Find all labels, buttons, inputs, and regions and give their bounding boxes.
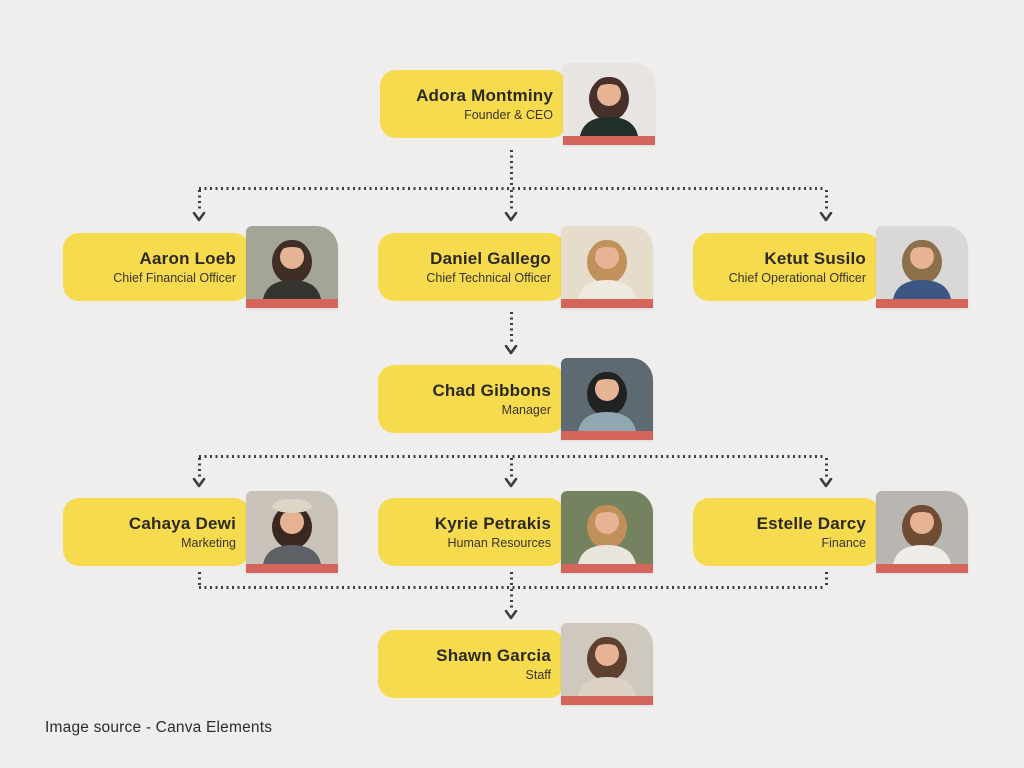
- node-photo: [561, 226, 653, 308]
- org-node-shawn-garcia: Shawn Garcia Staff: [378, 623, 653, 705]
- photo-accent-bar: [876, 299, 968, 308]
- connector-level2-rail: [199, 187, 826, 190]
- connector-to-kyrie: [510, 458, 513, 478]
- node-title: Human Resources: [447, 536, 551, 551]
- person-photo: [876, 491, 968, 564]
- node-plate: Shawn Garcia Staff: [378, 630, 565, 698]
- photo-accent-bar: [561, 299, 653, 308]
- image-source-caption: Image source - Canva Elements: [45, 719, 273, 736]
- person-photo: [561, 623, 653, 696]
- node-plate: Daniel Gallego Chief Technical Officer: [378, 233, 565, 301]
- node-plate: Adora Montminy Founder & CEO: [380, 70, 567, 138]
- node-title: Staff: [525, 668, 551, 683]
- photo-accent-bar: [561, 696, 653, 705]
- connector-kyrie-drop: [510, 572, 513, 587]
- org-node-adora-montminy: Adora Montminy Founder & CEO: [380, 63, 655, 145]
- node-photo: [246, 491, 338, 573]
- connector-cahaya-drop: [198, 572, 201, 587]
- node-photo: [561, 623, 653, 705]
- org-node-aaron-loeb: Aaron Loeb Chief Financial Officer: [63, 226, 338, 308]
- node-name: Chad Gibbons: [432, 380, 551, 400]
- node-title: Founder & CEO: [464, 108, 553, 123]
- node-photo: [876, 226, 968, 308]
- node-photo: [246, 226, 338, 308]
- node-plate: Chad Gibbons Manager: [378, 365, 565, 433]
- node-plate: Cahaya Dewi Marketing: [63, 498, 250, 566]
- node-plate: Aaron Loeb Chief Financial Officer: [63, 233, 250, 301]
- connector-to-daniel: [510, 190, 513, 212]
- node-photo: [561, 358, 653, 440]
- connector-to-shawn: [510, 589, 513, 610]
- connector-to-ketut: [825, 190, 828, 212]
- node-name: Shawn Garcia: [436, 645, 551, 665]
- connector-level4-rail: [199, 455, 826, 458]
- arrow-down-icon: [819, 478, 833, 488]
- node-name: Aaron Loeb: [139, 248, 236, 268]
- connector-to-estelle: [825, 458, 828, 478]
- node-title: Manager: [501, 403, 551, 418]
- photo-accent-bar: [563, 136, 655, 145]
- connector-daniel-to-chad: [510, 312, 513, 345]
- connector-ceo-drop: [510, 150, 513, 188]
- arrow-down-icon: [504, 478, 518, 488]
- photo-accent-bar: [246, 564, 338, 573]
- org-node-daniel-gallego: Daniel Gallego Chief Technical Officer: [378, 226, 653, 308]
- node-name: Daniel Gallego: [430, 248, 551, 268]
- node-name: Estelle Darcy: [756, 513, 866, 533]
- arrow-down-icon: [504, 212, 518, 222]
- org-node-ketut-susilo: Ketut Susilo Chief Operational Officer: [693, 226, 968, 308]
- node-title: Marketing: [181, 536, 236, 551]
- node-name: Kyrie Petrakis: [434, 513, 551, 533]
- connector-to-cahaya: [198, 458, 201, 478]
- node-plate: Estelle Darcy Finance: [693, 498, 880, 566]
- connector-estelle-drop: [825, 572, 828, 587]
- node-title: Chief Operational Officer: [728, 271, 866, 286]
- org-node-cahaya-dewi: Cahaya Dewi Marketing: [63, 491, 338, 573]
- person-photo: [246, 226, 338, 299]
- person-photo: [561, 226, 653, 299]
- connector-level5-rail: [199, 586, 826, 589]
- person-photo: [246, 491, 338, 564]
- node-photo: [561, 491, 653, 573]
- photo-accent-bar: [876, 564, 968, 573]
- node-photo: [563, 63, 655, 145]
- arrow-down-icon: [819, 212, 833, 222]
- person-photo: [563, 63, 655, 136]
- node-title: Chief Financial Officer: [113, 271, 236, 286]
- arrow-down-icon: [192, 478, 206, 488]
- person-photo: [876, 226, 968, 299]
- photo-accent-bar: [561, 431, 653, 440]
- photo-accent-bar: [561, 564, 653, 573]
- node-name: Ketut Susilo: [764, 248, 866, 268]
- org-node-estelle-darcy: Estelle Darcy Finance: [693, 491, 968, 573]
- org-node-chad-gibbons: Chad Gibbons Manager: [378, 358, 653, 440]
- node-name: Cahaya Dewi: [128, 513, 236, 533]
- node-title: Chief Technical Officer: [426, 271, 551, 286]
- person-photo: [561, 491, 653, 564]
- arrow-down-icon: [192, 212, 206, 222]
- photo-accent-bar: [246, 299, 338, 308]
- node-title: Finance: [821, 536, 866, 551]
- org-node-kyrie-petrakis: Kyrie Petrakis Human Resources: [378, 491, 653, 573]
- node-plate: Ketut Susilo Chief Operational Officer: [693, 233, 880, 301]
- person-photo: [561, 358, 653, 431]
- arrow-down-icon: [504, 610, 518, 620]
- node-name: Adora Montminy: [416, 85, 553, 105]
- node-plate: Kyrie Petrakis Human Resources: [378, 498, 565, 566]
- node-photo: [876, 491, 968, 573]
- arrow-down-icon: [504, 345, 518, 355]
- connector-to-aaron: [198, 190, 201, 212]
